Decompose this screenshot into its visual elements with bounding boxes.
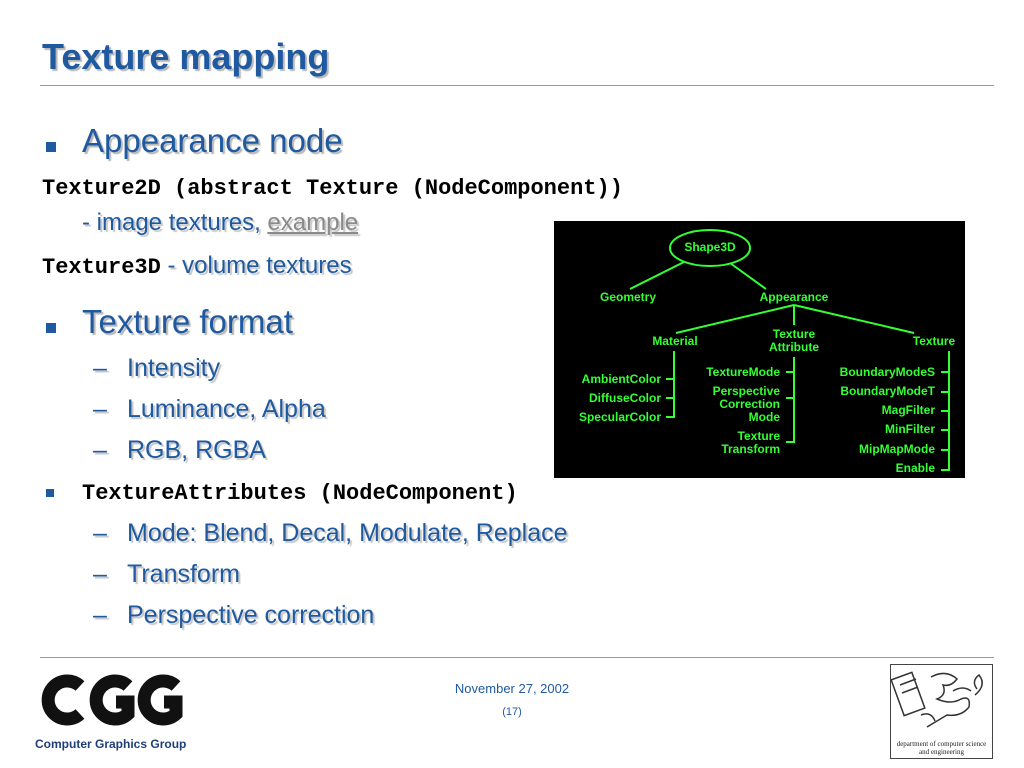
footer-divider: [40, 657, 994, 658]
bullet-square-icon: [46, 323, 56, 333]
texture2d-code: Texture2D (abstract Texture (NodeCompone…: [42, 176, 623, 201]
attribute-item: –Transform: [93, 560, 240, 588]
shape3d-label: Shape3D: [684, 240, 736, 254]
page-number: (17): [502, 706, 522, 718]
texattr-item: TextureMode: [706, 365, 780, 379]
texattr-item: Mode: [749, 410, 781, 424]
department-caption: department of computer science and engin…: [896, 740, 987, 756]
bullet-appearance-node: Appearance node: [82, 122, 343, 159]
footer-date: November 27, 2002: [454, 681, 570, 696]
group-name: Computer Graphics Group: [35, 737, 187, 751]
geometry-label: Geometry: [600, 290, 656, 304]
texattr-item: Correction: [719, 397, 780, 411]
material-label: Material: [652, 334, 697, 348]
attribute-item: –Mode: Blend, Decal, Modulate, Replace: [93, 519, 568, 547]
cgg-logo-icon: [41, 674, 183, 726]
attribute-item: –Perspective correction: [93, 601, 375, 629]
texture-bracket: [941, 351, 950, 471]
lion-emblem-icon: [890, 671, 983, 728]
format-item: –Intensity: [93, 354, 221, 382]
image-textures-text: - image textures,: [82, 209, 268, 236]
texture-item: MinFilter: [885, 422, 935, 436]
edge-geometry: [629, 261, 685, 290]
texture3d-line: Texture3D - volume textures: [42, 252, 352, 280]
texattr-item: Transform: [721, 442, 780, 456]
texture-item: Enable: [896, 461, 936, 475]
texture3d-code: Texture3D: [42, 255, 161, 280]
bullet-square-icon: [46, 142, 56, 152]
edge-appearance: [729, 262, 767, 290]
title-divider: [40, 85, 994, 86]
texture-attribute-label-2: Attribute: [769, 340, 819, 354]
texture-item: BoundaryModeS: [840, 365, 935, 379]
format-item: –Luminance, Alpha: [93, 395, 326, 423]
texture-item: MipMapMode: [859, 442, 935, 456]
page-title: Texture mapping: [42, 36, 330, 77]
bullet-square-icon: [46, 489, 54, 497]
texture-attribute-label-1: Texture: [773, 327, 816, 341]
texture-item: BoundaryModeT: [840, 384, 935, 398]
appearance-label: Appearance: [760, 290, 829, 304]
texattr-item: Perspective: [713, 384, 781, 398]
scene-graph-diagram: Shape3D Geometry Appearance Material Tex…: [554, 221, 965, 478]
edge-material: [675, 304, 795, 334]
texattr-item: Texture: [738, 429, 781, 443]
texture-label: Texture: [913, 334, 956, 348]
material-item: AmbientColor: [582, 372, 662, 386]
material-item: SpecularColor: [579, 410, 661, 424]
shape3d-node: [669, 229, 751, 267]
texattr-bracket: [786, 357, 795, 443]
department-logo: department of computer science and engin…: [890, 664, 993, 759]
image-textures-line: - image textures, example: [82, 209, 358, 237]
example-link[interactable]: example: [267, 209, 359, 236]
edge-texture: [793, 304, 915, 334]
bullet-texture-format: Texture format: [82, 303, 293, 340]
volume-textures-text: - volume textures: [160, 252, 352, 279]
texture-attributes-code: TextureAttributes (NodeComponent): [82, 481, 518, 506]
format-item: –RGB, RGBA: [93, 436, 266, 464]
texture-item: MagFilter: [882, 403, 936, 417]
material-item: DiffuseColor: [589, 391, 661, 405]
material-bracket: [666, 351, 675, 418]
